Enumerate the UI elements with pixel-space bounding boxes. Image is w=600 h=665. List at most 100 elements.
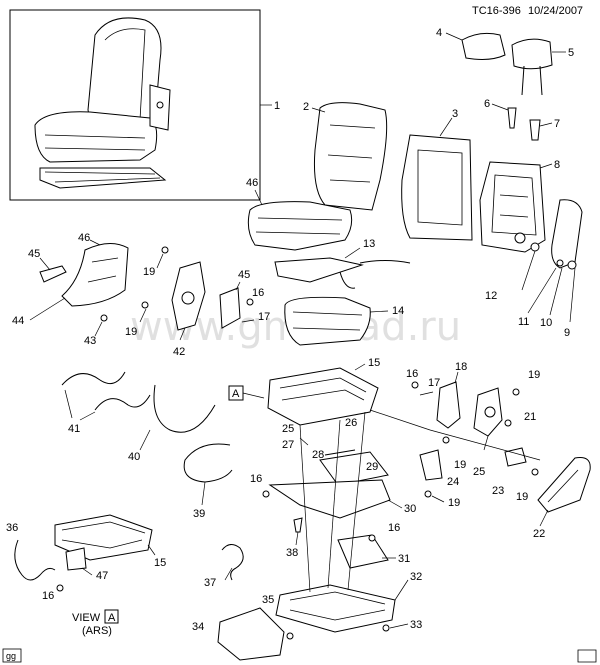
seat-cushion	[247, 201, 353, 251]
callout-40: 42	[173, 346, 185, 358]
callout-19c: 19	[528, 369, 540, 381]
callout-19f: 19	[516, 491, 528, 503]
callout-34: 35	[262, 594, 274, 606]
seat-cushion-pad	[284, 296, 371, 346]
callout-11: 11	[518, 316, 529, 328]
recliner-handle	[39, 265, 67, 283]
harness-47	[14, 539, 56, 581]
headrest-guide-6	[507, 107, 517, 129]
callout-27: 28	[312, 449, 324, 461]
callout-4: 4	[436, 27, 442, 39]
callout-26: 27	[282, 439, 294, 451]
view-a-prefix: VIEW	[72, 612, 101, 624]
callout-8: 8	[554, 159, 560, 171]
callout-47: 36	[6, 522, 18, 534]
headrest-cover	[461, 32, 506, 60]
callout-38: 40	[128, 451, 140, 463]
recliner-cover	[219, 287, 241, 329]
callout-23: 25	[473, 466, 485, 478]
view-a-sub: (ARS)	[82, 625, 112, 637]
view-a-box	[104, 609, 119, 624]
callout-7: 7	[554, 118, 560, 130]
callout-3: 3	[452, 108, 458, 120]
callout-41: 43	[84, 335, 96, 347]
callout-16e: 16	[42, 590, 54, 602]
harness-39	[61, 371, 126, 386]
callout-19: 19	[143, 266, 155, 278]
seat-heater-pad	[274, 257, 364, 283]
callout-20: 21	[524, 411, 536, 423]
recliner-mechanism-right	[436, 381, 461, 429]
recliner-side-shield	[551, 199, 583, 269]
callout-5: 5	[568, 47, 574, 59]
callout-25b: 26	[345, 417, 357, 429]
callout-13: 13	[363, 238, 375, 250]
seat-cushion-frame	[267, 367, 379, 426]
harness-37	[183, 443, 233, 483]
callout-16d: 16	[388, 522, 400, 534]
callout-18: 18	[455, 361, 467, 373]
seat-riser-31	[275, 584, 396, 633]
callout-10: 10	[540, 317, 552, 329]
seat-adjuster-29	[268, 479, 391, 519]
callout-17a: 17	[258, 311, 270, 323]
callout-22: 23	[492, 485, 504, 497]
headrest	[511, 38, 553, 70]
callout-28: 29	[366, 461, 378, 473]
trim-panel-30	[337, 534, 389, 569]
harness-38	[153, 384, 216, 433]
callout-9: 9	[564, 327, 570, 339]
callout-35: 37	[204, 577, 216, 589]
callout-16b: 16	[406, 368, 418, 380]
callout-33: 34	[192, 621, 204, 633]
footer-code: gg	[6, 651, 16, 661]
switch-22	[504, 447, 527, 467]
callout-1: 1	[274, 100, 280, 112]
corner-mark	[577, 649, 597, 663]
callout-36: 38	[286, 547, 298, 559]
callout-24: 24	[447, 476, 459, 488]
callout-30: 31	[398, 553, 410, 565]
seatback-frame	[479, 161, 546, 253]
callout-45: 45	[238, 269, 250, 281]
callout-19e: 19	[448, 497, 460, 509]
callout-29: 30	[404, 503, 416, 515]
callout-48: 47	[96, 570, 108, 582]
callout-46: 46	[246, 177, 258, 189]
callout-6: 6	[484, 98, 490, 110]
callout-2: 2	[303, 101, 309, 113]
callout-16a: 16	[252, 287, 264, 299]
callout-44: 46	[78, 232, 90, 244]
callout-19d: 19	[454, 459, 466, 471]
seat-bracket-24	[419, 449, 443, 481]
seatback-pad	[401, 134, 473, 241]
module-48	[65, 547, 87, 571]
callout-a-letter: A	[232, 388, 240, 400]
callout-17b: 17	[428, 377, 440, 389]
callout-14: 14	[392, 305, 404, 317]
diagram-date: 10/24/2007	[528, 5, 583, 17]
callout-21: 22	[533, 528, 545, 540]
harness-35	[221, 544, 244, 581]
callout-32: 33	[410, 619, 422, 631]
callout-15b: 15	[154, 557, 166, 569]
callout-37: 39	[193, 508, 205, 520]
riser-cover-33	[217, 607, 285, 661]
callout-12: 12	[485, 290, 497, 302]
diagram-code: TC16-396	[472, 5, 521, 17]
footer-code-box	[2, 648, 22, 663]
outer-trim-panel	[61, 243, 129, 307]
callout-31: 32	[410, 571, 422, 583]
clip-36	[293, 517, 303, 533]
headrest-guide-7	[529, 119, 541, 141]
callout-16c: 16	[250, 473, 262, 485]
callout-19b: 19	[125, 326, 137, 338]
callout-43: 45	[28, 248, 40, 260]
complete-seat-illustration	[34, 17, 171, 189]
callout-39: 41	[68, 423, 80, 435]
callout-25a: 25	[282, 423, 294, 435]
callout-15: 15	[368, 357, 380, 369]
callout-42: 44	[12, 315, 24, 327]
view-a-letter: A	[108, 612, 116, 624]
